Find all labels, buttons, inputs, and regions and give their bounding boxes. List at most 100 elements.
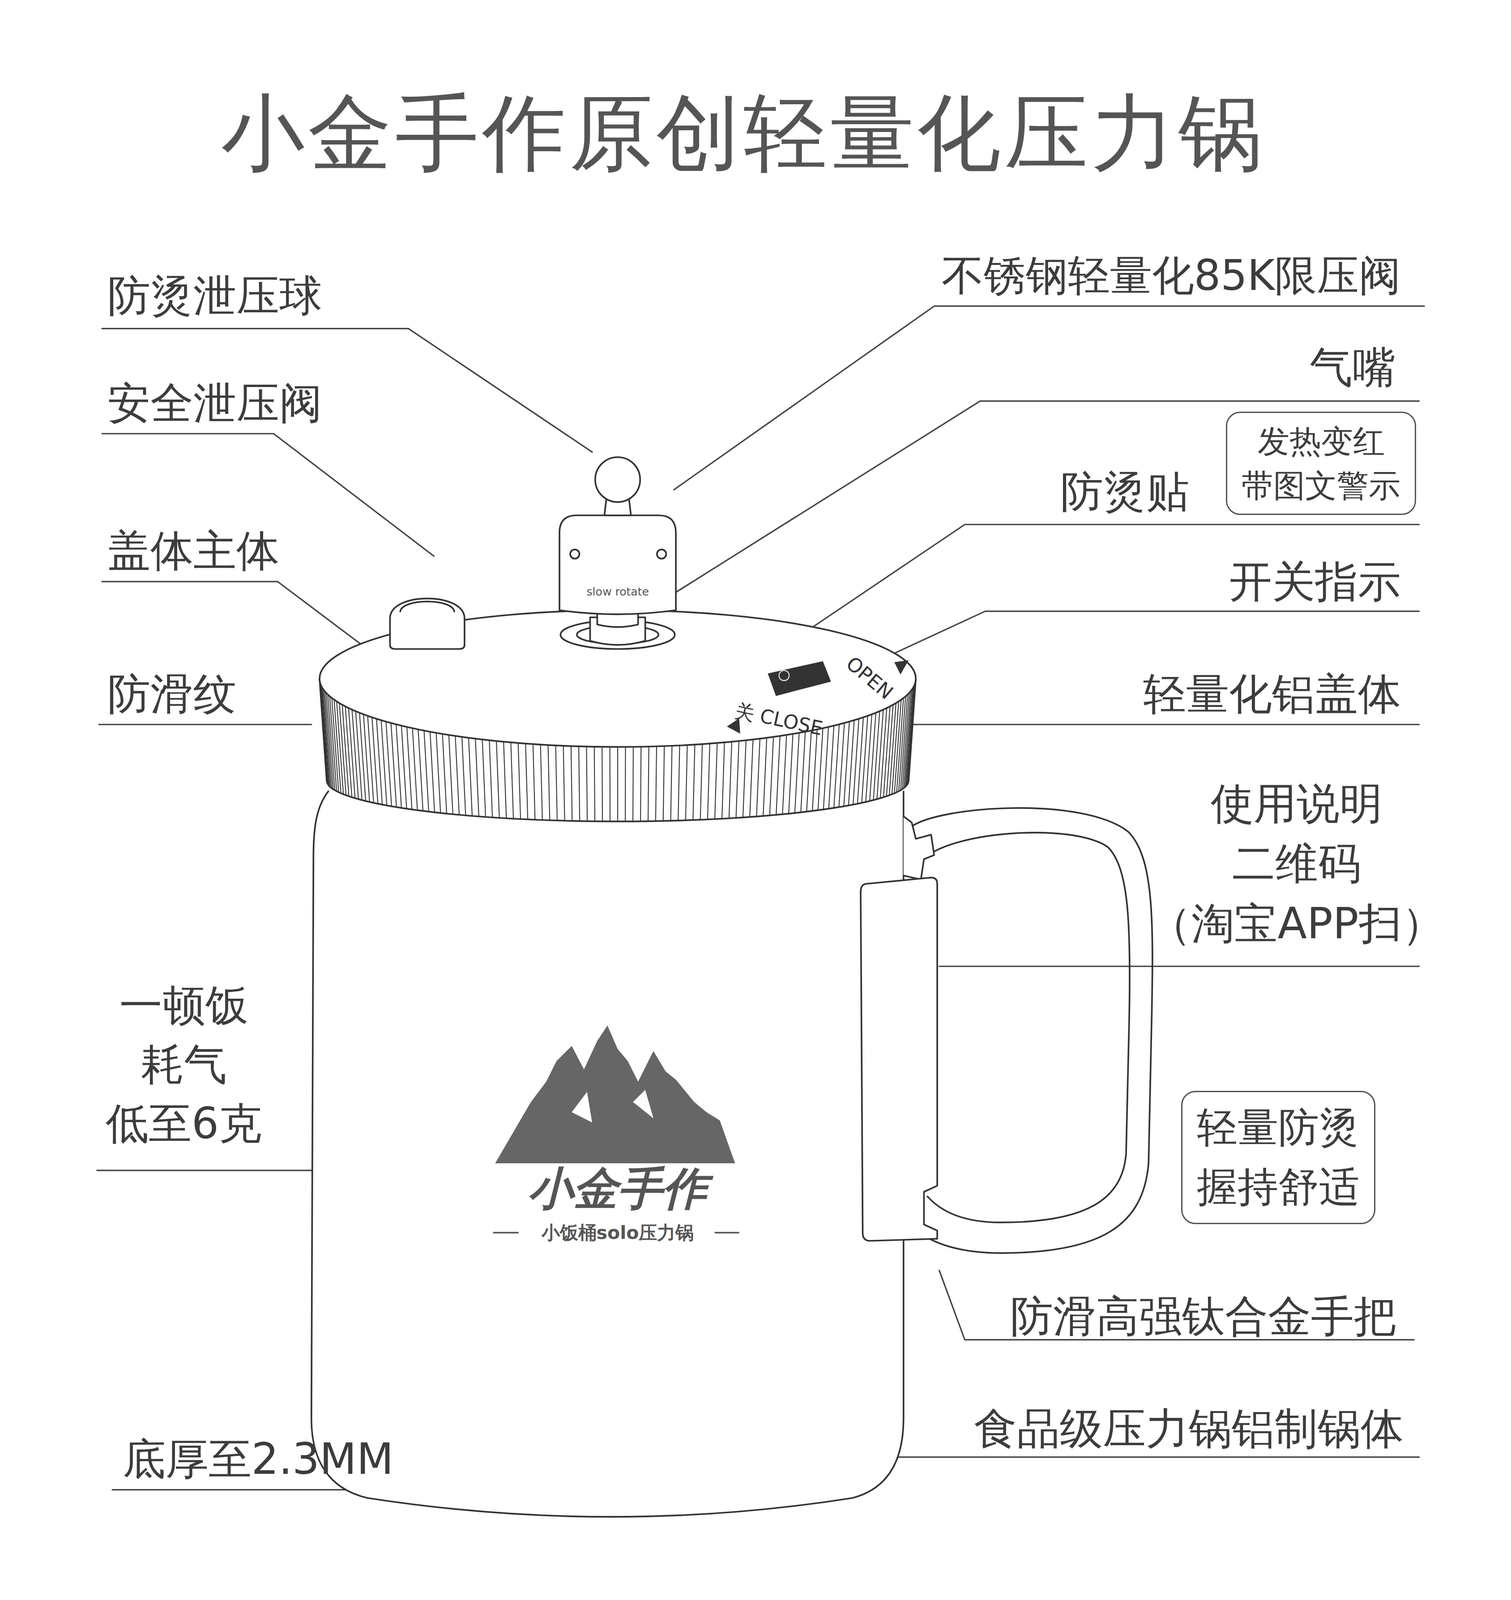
part-label: 轻量化铝盖体 bbox=[1143, 668, 1401, 721]
box-text: 轻量防烫 握持舒适 bbox=[1196, 1098, 1360, 1217]
dimension-note: 底厚至2.3MM bbox=[122, 1434, 394, 1486]
rib bbox=[578, 746, 580, 822]
text-line: 一顿饭 bbox=[105, 976, 262, 1036]
rib bbox=[548, 745, 551, 821]
box-text: 发热变红 带图文警示 bbox=[1241, 419, 1401, 508]
rib bbox=[381, 720, 388, 807]
part-label: 食品级压力锅铝制锅体 bbox=[973, 1403, 1404, 1456]
rib bbox=[406, 727, 412, 811]
safety-valve bbox=[389, 598, 465, 650]
rib bbox=[685, 745, 688, 821]
rib bbox=[648, 746, 649, 822]
part-label: 不锈钢轻量化85K限压阀 bbox=[941, 250, 1401, 301]
rib bbox=[907, 686, 915, 786]
vent-hole bbox=[657, 549, 667, 560]
rib bbox=[908, 680, 916, 782]
rib bbox=[769, 737, 774, 816]
pressure-ball bbox=[595, 457, 641, 503]
dash bbox=[493, 1232, 519, 1234]
rib bbox=[800, 731, 806, 813]
rib bbox=[833, 724, 840, 809]
mountain-logo bbox=[495, 1025, 735, 1164]
rib bbox=[571, 746, 573, 822]
rib bbox=[609, 746, 611, 822]
pressure-cooker bbox=[311, 457, 1153, 1518]
rib bbox=[563, 746, 565, 822]
rib bbox=[873, 711, 880, 801]
part-label: 气嘴 bbox=[1309, 341, 1396, 394]
rib bbox=[455, 736, 460, 816]
vent-hole bbox=[570, 549, 580, 560]
part-label: 防滑纹 bbox=[107, 668, 237, 721]
rib bbox=[714, 743, 718, 820]
rib bbox=[843, 721, 850, 807]
open-arrow bbox=[894, 660, 909, 675]
rib bbox=[663, 746, 665, 822]
rib bbox=[788, 734, 793, 814]
rib bbox=[869, 712, 876, 802]
rib bbox=[468, 738, 473, 817]
handle-wire bbox=[926, 832, 1130, 1223]
rib bbox=[617, 746, 619, 822]
rib bbox=[385, 721, 392, 807]
text-line: 使用说明 bbox=[1148, 773, 1445, 834]
rib bbox=[396, 724, 402, 809]
rib bbox=[345, 706, 353, 798]
sticker-icon bbox=[778, 670, 790, 681]
handle-wire bbox=[906, 808, 1153, 1254]
rib bbox=[412, 728, 418, 811]
rib bbox=[352, 709, 359, 800]
rib bbox=[342, 704, 350, 797]
rib bbox=[510, 742, 514, 820]
rib bbox=[883, 706, 891, 798]
title: 小金手作原创轻量化压力锅 bbox=[221, 82, 1266, 184]
rib bbox=[640, 746, 641, 822]
rib bbox=[756, 738, 760, 817]
text-line: 二维码 bbox=[1148, 833, 1445, 894]
rib bbox=[776, 736, 781, 816]
text-line: 发热变红 bbox=[1241, 419, 1401, 464]
rib bbox=[782, 735, 787, 815]
feature-note: 一顿饭 耗气 低至6克 bbox=[105, 976, 262, 1154]
text-line: 握持舒适 bbox=[1196, 1157, 1360, 1217]
rib bbox=[838, 723, 845, 808]
handle-grip bbox=[860, 877, 938, 1242]
rib bbox=[749, 739, 753, 818]
rib bbox=[442, 734, 447, 814]
rib bbox=[624, 746, 626, 822]
rib bbox=[355, 711, 363, 801]
rib bbox=[376, 718, 383, 805]
leader-line bbox=[939, 965, 1420, 968]
rib bbox=[742, 740, 747, 818]
leader-line bbox=[903, 724, 1420, 726]
rib bbox=[348, 708, 355, 799]
safety-valve-dome bbox=[400, 601, 455, 613]
rib bbox=[540, 744, 543, 821]
text-line: 低至6克 bbox=[105, 1094, 262, 1154]
rib bbox=[655, 746, 657, 822]
leader-line bbox=[98, 724, 312, 726]
part-label: 盖体主体 bbox=[107, 525, 280, 577]
text-line: 轻量防烫 bbox=[1196, 1098, 1360, 1158]
rib bbox=[423, 730, 429, 812]
leader-line bbox=[872, 611, 1419, 664]
rib bbox=[818, 728, 824, 811]
rib bbox=[533, 744, 536, 820]
rounded-note-box: 轻量防烫 握持舒适 bbox=[1181, 1091, 1376, 1225]
weight-valve-cap bbox=[559, 515, 676, 615]
brand-logo-text: 小金手作 bbox=[528, 1162, 708, 1217]
rounded-note-box: 发热变红 带图文警示 bbox=[1225, 411, 1417, 516]
part-label: 防烫泄压球 bbox=[107, 270, 323, 322]
rib bbox=[700, 744, 703, 820]
rib bbox=[461, 737, 466, 816]
rib bbox=[391, 723, 397, 808]
rib bbox=[632, 746, 634, 822]
rib bbox=[880, 708, 887, 799]
rib bbox=[586, 746, 588, 822]
rib bbox=[496, 741, 500, 819]
part-label: 开关指示 bbox=[1229, 556, 1401, 608]
rib bbox=[678, 745, 680, 821]
rib bbox=[430, 731, 435, 813]
rib bbox=[876, 709, 884, 800]
